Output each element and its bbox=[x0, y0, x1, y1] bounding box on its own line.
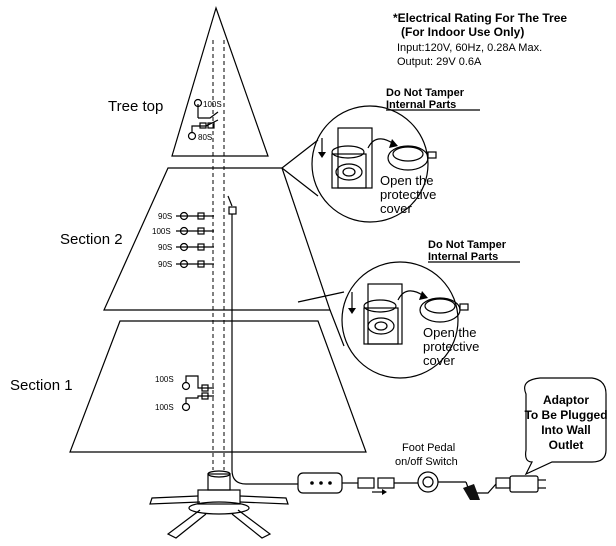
bulb-label: 100S bbox=[155, 375, 174, 384]
adaptor-callout-bubble bbox=[524, 377, 607, 476]
controller-icon bbox=[297, 472, 343, 494]
plug-icon bbox=[377, 477, 395, 489]
adaptor-line2: To Be Plugged bbox=[524, 408, 607, 422]
callout-mid-line1: Open the bbox=[423, 325, 477, 340]
warning-mid-line2: Internal Parts bbox=[428, 251, 498, 263]
warning-mid-line1: Do Not Tamper bbox=[428, 239, 507, 251]
tree-top-wiring bbox=[187, 98, 219, 141]
adaptor-icon bbox=[509, 475, 539, 493]
rating-input: Input:120V, 60Hz, 0.28A Max. bbox=[397, 42, 542, 54]
bulb-label: 100S bbox=[203, 100, 222, 109]
callout-mid-line3: cover bbox=[423, 353, 455, 368]
foot-pedal-label-line2: on/off Switch bbox=[395, 456, 458, 468]
tree-section-1 bbox=[69, 320, 367, 453]
callout-mid-line2: protective bbox=[423, 339, 479, 354]
protective-cover bbox=[387, 145, 429, 171]
tree-section-2 bbox=[103, 167, 331, 311]
warning-top-line1: Do Not Tamper bbox=[386, 87, 465, 99]
bulb-label: 100S bbox=[152, 227, 171, 236]
label-tree-top: Tree top bbox=[108, 98, 163, 115]
bulb-icon bbox=[187, 131, 197, 141]
foot-pedal-label-line1: Foot Pedal bbox=[402, 442, 455, 454]
callout-top-line1: Open the bbox=[380, 173, 434, 188]
lower-callout bbox=[297, 261, 469, 379]
upper-callout bbox=[281, 105, 437, 223]
section-2-wiring bbox=[176, 195, 237, 269]
foot-pedal-icon bbox=[417, 471, 439, 493]
tree-top-section bbox=[171, 6, 269, 157]
bulb-icon bbox=[181, 381, 191, 391]
plug-icon bbox=[357, 477, 375, 489]
adaptor-line1: Adaptor bbox=[543, 393, 589, 407]
bulb-icon bbox=[181, 402, 191, 412]
plug-icon bbox=[495, 477, 511, 489]
bulb-label: 90S bbox=[158, 243, 172, 252]
protective-cover bbox=[419, 297, 461, 323]
bulb-label: 90S bbox=[158, 212, 172, 221]
callout-top-line3: cover bbox=[380, 201, 412, 216]
adaptor-line4: Outlet bbox=[549, 438, 584, 452]
bulb-label: 80S bbox=[198, 133, 212, 142]
power-cable bbox=[231, 214, 298, 485]
rating-subtitle: (For Indoor Use Only) bbox=[401, 25, 524, 39]
rating-output: Output: 29V 0.6A bbox=[397, 56, 482, 68]
bulb-label: 90S bbox=[158, 260, 172, 269]
section-1-wiring bbox=[181, 375, 214, 412]
bulb-label: 100S bbox=[155, 403, 174, 412]
tree-stand-icon bbox=[149, 470, 289, 539]
bulb-icon bbox=[193, 98, 203, 108]
warning-top-line2: Internal Parts bbox=[386, 99, 456, 111]
label-section-2: Section 2 bbox=[60, 231, 123, 248]
rating-title: *Electrical Rating For The Tree bbox=[393, 11, 567, 25]
label-section-1: Section 1 bbox=[10, 377, 73, 394]
adaptor-line3: Into Wall bbox=[541, 423, 591, 437]
callout-top-line2: protective bbox=[380, 187, 436, 202]
